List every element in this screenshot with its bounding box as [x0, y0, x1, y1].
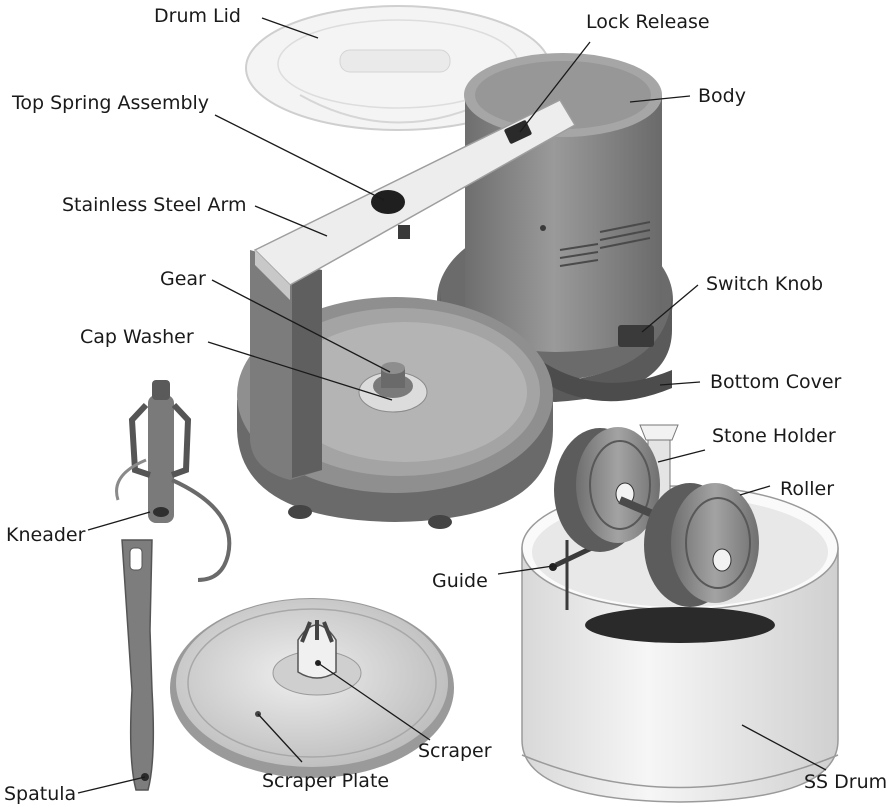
label-bottom-cover: Bottom Cover [710, 371, 842, 393]
label-stainless-steel-arm: Stainless Steel Arm [62, 194, 246, 216]
spatula [121, 539, 155, 791]
label-stone-holder: Stone Holder [712, 425, 836, 447]
leader-body [629, 95, 691, 103]
leader-kneader [87, 511, 151, 531]
leader-top-spring-assembly [214, 114, 385, 201]
label-ss-drum: SS Drum [804, 771, 887, 793]
label-top-spring-assembly: Top Spring Assembly [11, 92, 209, 114]
label-scraper: Scraper [418, 740, 492, 762]
leader-switch-knob [641, 284, 699, 333]
label-body: Body [698, 85, 746, 107]
part-labels: Drum Lid Lock Release Top Spring Assembl… [4, 5, 887, 805]
scraper [297, 620, 337, 679]
stainless-steel-arm [250, 99, 577, 480]
label-cap-washer: Cap Washer [80, 326, 194, 348]
leader-scraper-plate [257, 713, 303, 763]
leader-scraper [317, 662, 431, 741]
leader-stainless-steel-arm [254, 205, 328, 237]
kneader [115, 380, 232, 582]
label-drum-lid: Drum Lid [154, 5, 241, 27]
label-scraper-plate: Scraper Plate [262, 770, 389, 792]
leader-lines [77, 17, 827, 794]
label-roller: Roller [780, 478, 834, 500]
leader-drum-lid [261, 17, 319, 39]
leader-bottom-cover [659, 381, 701, 386]
label-spatula: Spatula [4, 783, 76, 805]
leader-gear [211, 279, 391, 373]
leader-roller [739, 485, 771, 496]
label-lock-release: Lock Release [586, 11, 710, 33]
roller-assembly [549, 424, 759, 610]
leader-guide [497, 565, 554, 575]
leader-ss-drum [741, 724, 827, 771]
leader-stone-holder [657, 449, 706, 463]
label-guide: Guide [432, 570, 488, 592]
leader-spatula [77, 776, 146, 794]
leader-lock-release [519, 41, 591, 133]
label-switch-knob: Switch Knob [706, 273, 823, 295]
label-gear: Gear [160, 268, 206, 290]
leader-cap-washer [207, 341, 393, 401]
label-kneader: Kneader [6, 524, 86, 546]
scraper-plate [170, 598, 454, 778]
